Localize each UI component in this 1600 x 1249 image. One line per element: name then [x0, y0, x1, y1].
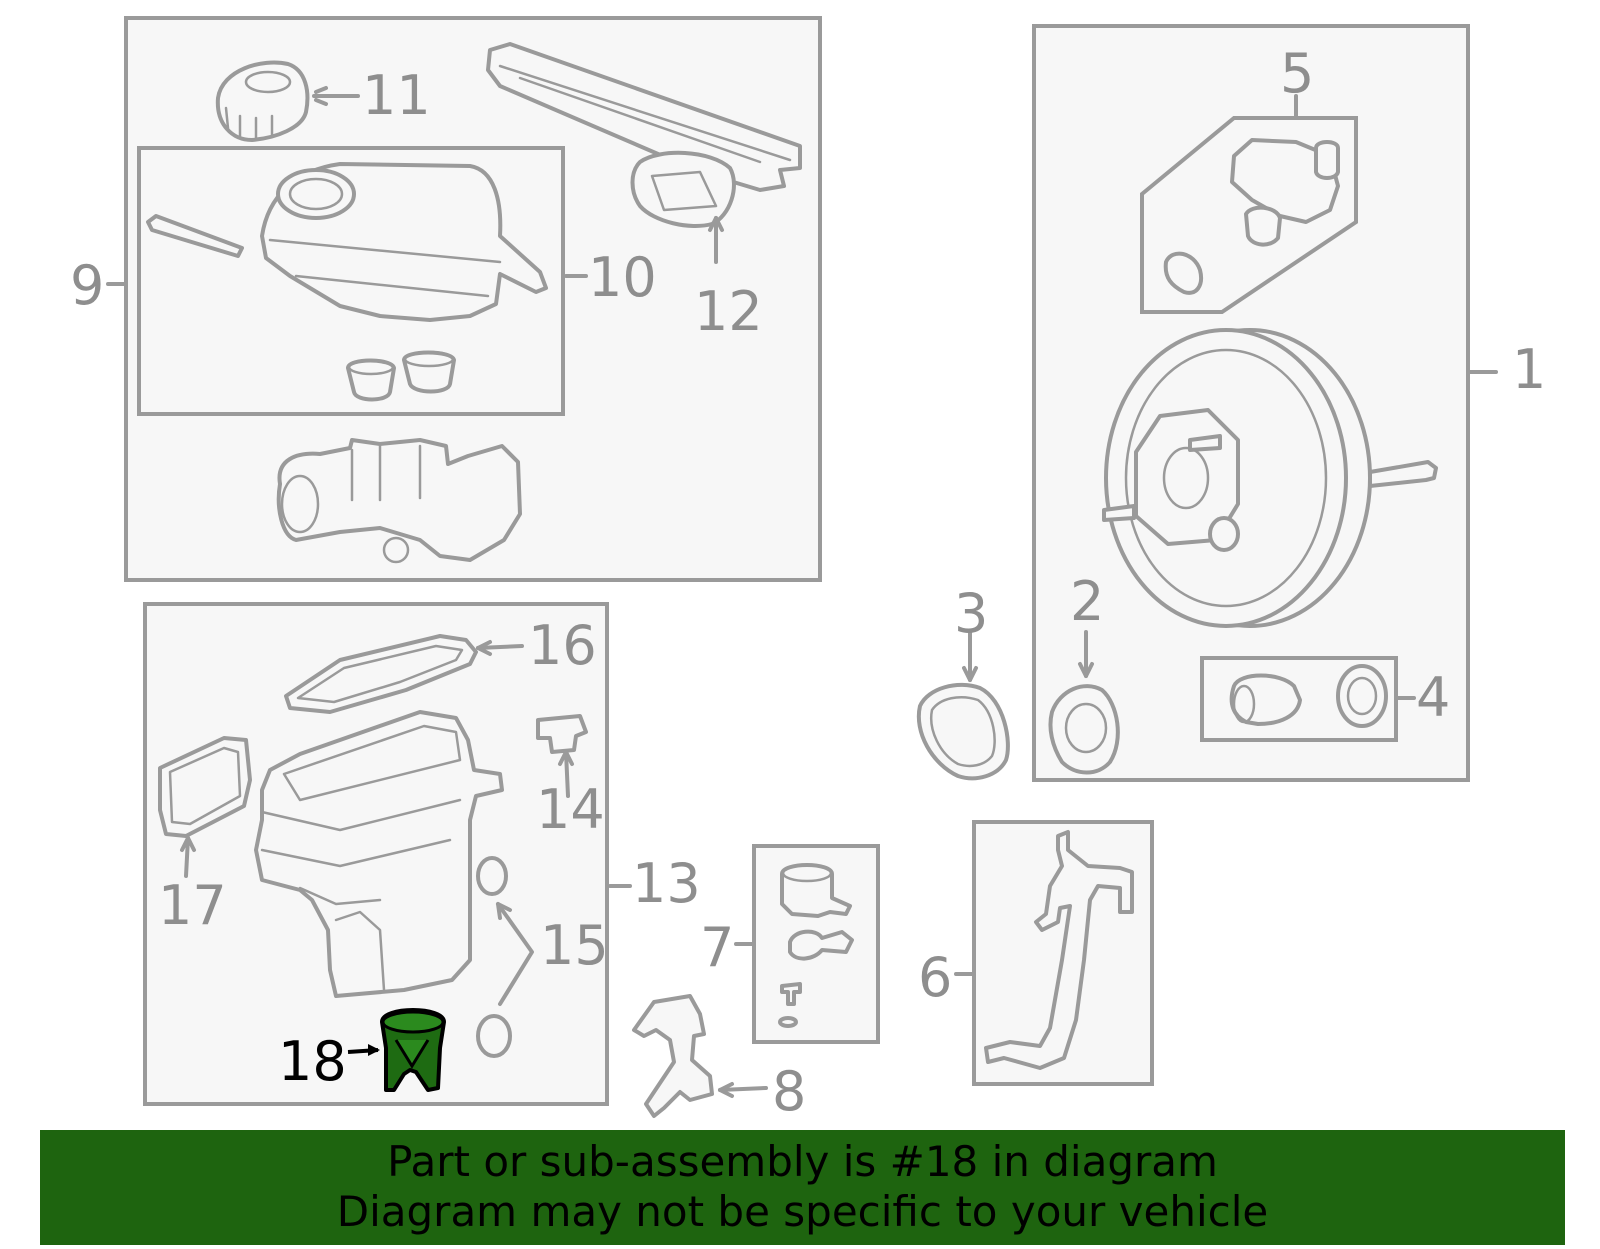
grommet-icon [346, 350, 456, 402]
callout-14: 14 [536, 778, 605, 841]
arrow-14 [558, 750, 574, 766]
pedal-icon [984, 830, 1134, 1070]
master-cylinder-icon [276, 438, 522, 564]
callout-17: 17 [158, 874, 227, 937]
callout-9: 9 [70, 254, 104, 317]
arrow-17 [180, 836, 196, 852]
callout-5: 5 [1280, 42, 1314, 105]
reservoir-hose-icon [486, 42, 802, 228]
callout-13: 13 [632, 852, 701, 915]
gasket-icon [916, 682, 1010, 781]
bracket-icon [632, 994, 714, 1118]
arrow-12 [708, 216, 724, 232]
reservoir-cap-icon [215, 60, 310, 142]
leader-8 [718, 1086, 768, 1092]
banner-disclaimer: Diagram may not be specific to your vehi… [336, 1187, 1269, 1236]
callout-12: 12 [694, 280, 763, 343]
callout-11: 11 [362, 64, 431, 127]
arrow-15 [496, 902, 512, 920]
reservoir-icon [146, 162, 548, 322]
banner-part-note: Part or sub-assembly is #18 in diagram [387, 1137, 1218, 1186]
callout-7: 7 [700, 916, 734, 979]
callout-4: 4 [1416, 666, 1450, 729]
side-gasket-icon [158, 736, 252, 838]
check-valve-icon [1229, 664, 1388, 728]
callout-6: 6 [918, 946, 952, 1009]
callout-18: 18 [278, 1030, 347, 1093]
callout-1: 1 [1512, 338, 1546, 401]
callout-2: 2 [1070, 570, 1104, 633]
stop-switch-icon [778, 863, 854, 1028]
highlighted-part-18-icon [380, 1008, 446, 1092]
callout-3: 3 [954, 582, 988, 645]
leader-14 [564, 750, 570, 798]
callout-16: 16 [528, 614, 597, 677]
arrow-18 [368, 1044, 380, 1056]
arrow-8 [718, 1082, 734, 1098]
connector-icon [536, 714, 588, 754]
arrow-11 [314, 86, 328, 106]
reservoir-tank-icon [254, 710, 504, 998]
o-ring-icon [476, 856, 512, 1058]
arrow-2 [1078, 662, 1094, 678]
callout-8: 8 [772, 1060, 806, 1123]
brake-booster-icon [1102, 328, 1438, 628]
booster-gasket-icon [1048, 684, 1120, 775]
leader-17 [184, 836, 190, 878]
info-banner: Part or sub-assembly is #18 in diagram D… [40, 1130, 1565, 1245]
arrow-3 [962, 666, 978, 682]
arrow-16 [476, 640, 492, 656]
leader-15 [496, 902, 534, 1006]
vacuum-sensor-icon [1163, 138, 1340, 295]
callout-10: 10 [588, 246, 657, 309]
callout-15: 15 [540, 914, 609, 977]
cover-gasket-icon [284, 634, 478, 714]
leader-16 [476, 644, 524, 650]
